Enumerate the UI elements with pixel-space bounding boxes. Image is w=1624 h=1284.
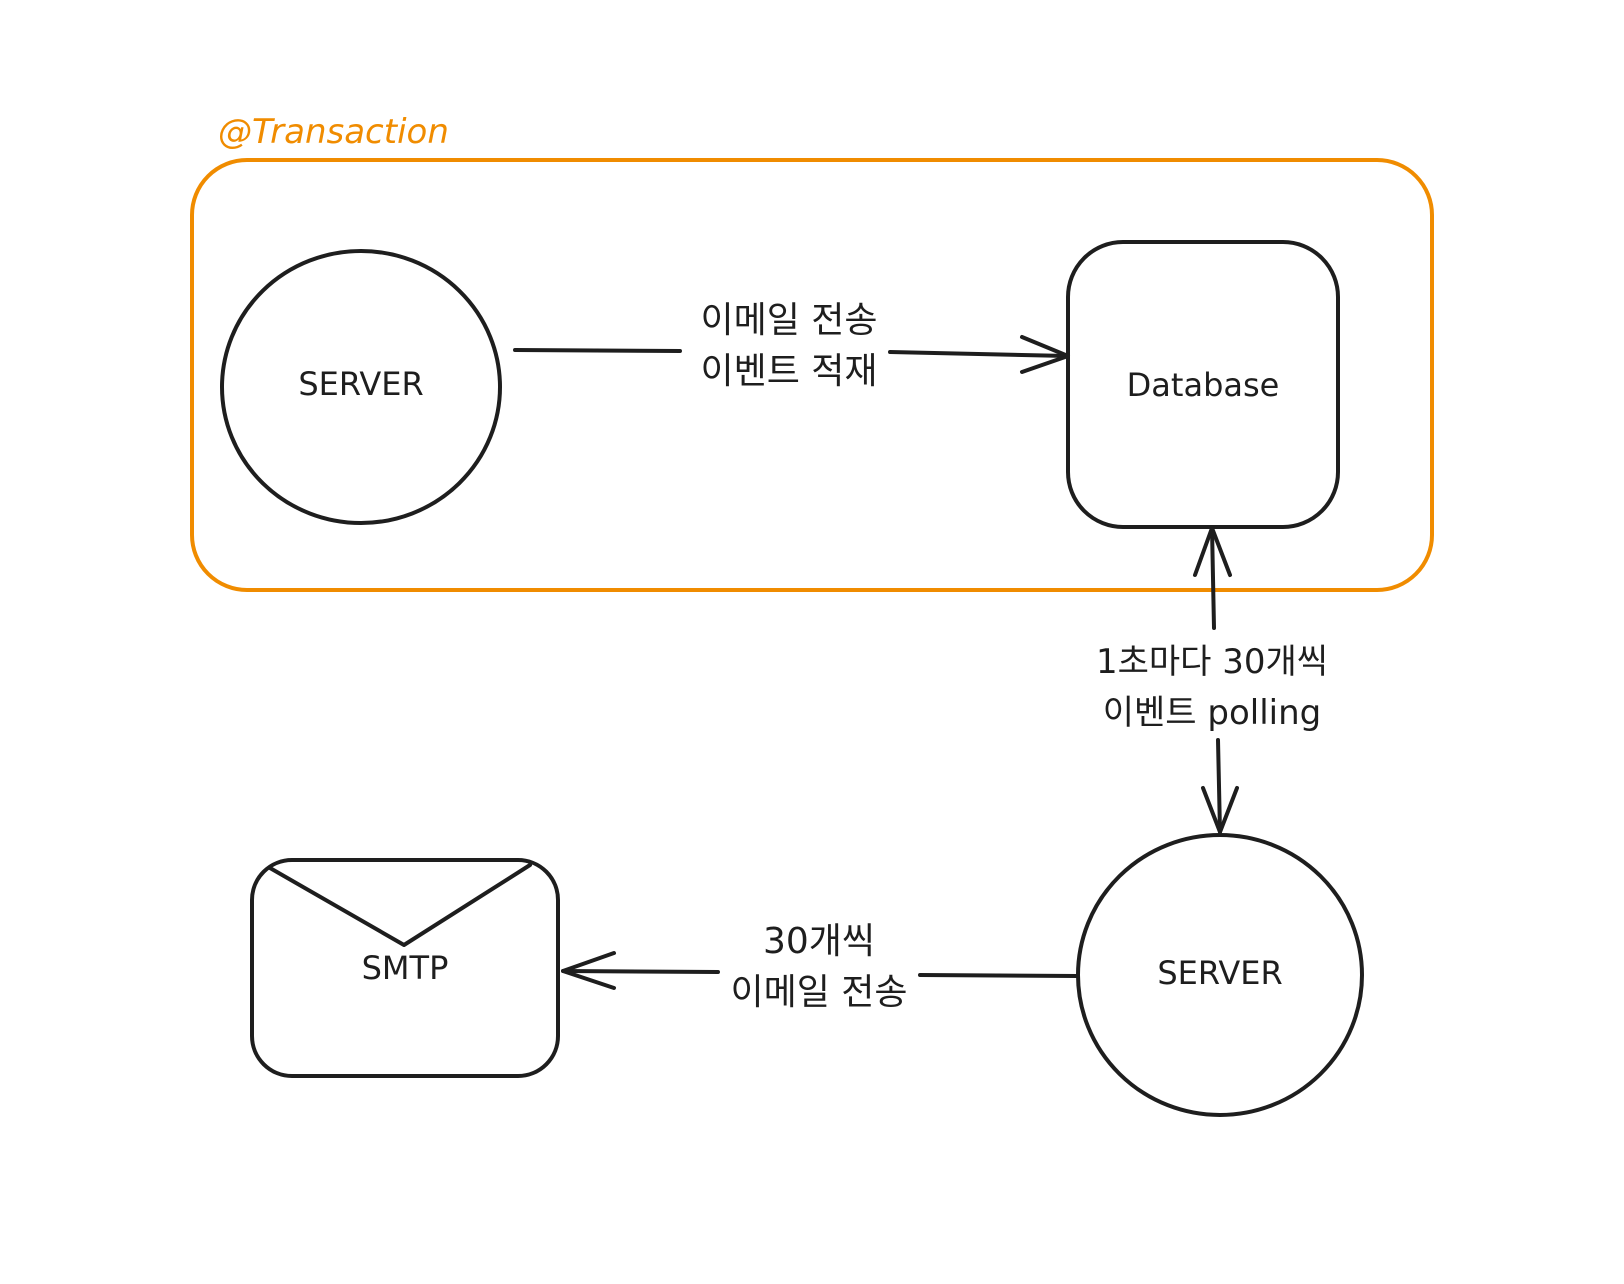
edge-label-line: 이메일 전송 bbox=[730, 972, 907, 1013]
database-node: Database bbox=[1066, 240, 1340, 529]
label-db-polling: 1초마다 30개씩 이벤트 polling bbox=[1096, 642, 1328, 733]
transaction-label: @Transaction bbox=[218, 112, 449, 152]
edge-label-line: 1초마다 30개씩 bbox=[1096, 642, 1328, 682]
database-label: Database bbox=[1127, 366, 1280, 404]
arrow-server-to-database bbox=[513, 335, 1070, 374]
arrow-polling-to-server bbox=[1201, 738, 1239, 834]
edge-label-line: 이메일 전송 bbox=[700, 300, 877, 341]
edge-label-line: 이벤트 polling bbox=[1103, 693, 1322, 733]
label-server-to-smtp: 30개씩 이메일 전송 bbox=[730, 921, 907, 1013]
label-server-to-database: 이메일 전송 이벤트 적재 bbox=[700, 300, 877, 392]
server-top-node: SERVER bbox=[220, 249, 502, 525]
smtp-node: SMTP bbox=[250, 858, 560, 1078]
server-top-label: SERVER bbox=[298, 365, 423, 403]
arrow-polling-to-database bbox=[1193, 526, 1232, 630]
server-bottom-label: SERVER bbox=[1157, 954, 1282, 992]
edge-label-line: 이벤트 적재 bbox=[700, 351, 877, 392]
arrow-server-to-smtp bbox=[561, 951, 1079, 990]
envelope-flap-icon bbox=[268, 863, 532, 947]
edge-label-line: 30개씩 bbox=[763, 921, 875, 962]
smtp-label: SMTP bbox=[362, 949, 449, 987]
server-bottom-node: SERVER bbox=[1076, 833, 1364, 1117]
transaction-boundary bbox=[190, 158, 1434, 592]
